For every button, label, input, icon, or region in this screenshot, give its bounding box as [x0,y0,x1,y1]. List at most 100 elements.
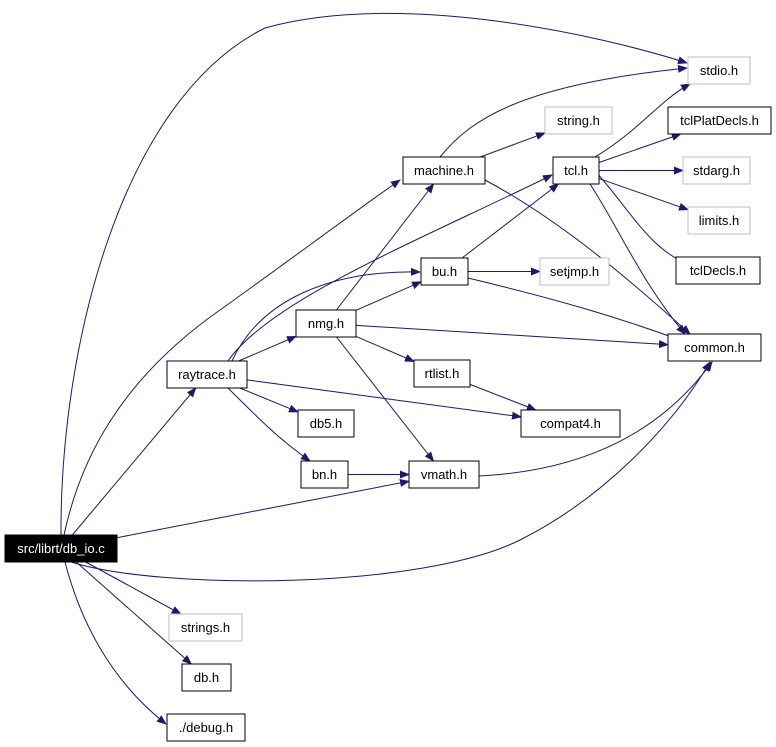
node-label-bu: bu.h [432,264,457,279]
node-box-db5 [297,409,355,438]
node-layer: src/librt/db_io.c stdio.h string.h tclPlatD… [4,56,772,742]
node-label-tclDecls: tclDecls.h [690,263,746,278]
node-string[interactable]: string.h [544,106,613,135]
node-tclDecls[interactable]: tclDecls.h [675,256,761,285]
node-label-common: common.h [684,340,745,355]
edge-machine-to-stdio [439,64,688,158]
node-compat4[interactable]: compat4.h [520,409,621,438]
node-label-compat4: compat4.h [540,416,601,431]
edge-raytrace-to-nmg [238,335,297,362]
node-debug[interactable]: ./debug.h [166,713,246,742]
node-label-strings: strings.h [181,620,230,635]
node-bn[interactable]: bn.h [300,460,349,489]
edge-root-to-db [75,561,193,665]
node-label-db: db.h [194,670,219,685]
edge-bu-to-common [467,277,681,341]
node-label-bn: bn.h [312,467,337,482]
edge-root-to-strings [85,561,182,615]
edge-tcl-to-common [589,183,686,335]
node-stdio[interactable]: stdio.h [687,56,751,85]
node-rtlist[interactable]: rtlist.h [413,359,471,388]
node-label-raytrace: raytrace.h [178,367,236,382]
edge-raytrace-to-compat4 [246,379,522,420]
node-label-root: src/librt/db_io.c [17,541,105,556]
node-root[interactable]: src/librt/db_io.c [4,534,118,563]
node-nmg[interactable]: nmg.h [295,309,357,338]
node-label-setjmp: setjmp.h [550,264,599,279]
node-label-nmg: nmg.h [308,316,344,331]
edge-tcl-to-tclDecls [595,171,691,266]
node-box-string [544,106,613,135]
edge-tcl-to-tclPlatDecls [598,133,682,163]
node-limits[interactable]: limits.h [687,206,751,235]
node-label-debug: ./debug.h [179,720,233,735]
edge-root-to-common [70,361,711,582]
node-stdarg[interactable]: stdarg.h [682,156,751,185]
node-box-bn [300,460,349,489]
edge-raytrace-to-tcl [227,174,553,362]
node-label-tclPlatDecls: tclPlatDecls.h [680,113,759,128]
node-label-rtlist: rtlist.h [425,366,460,381]
edge-nmg-to-common [355,324,669,349]
node-label-db5: db5.h [310,416,343,431]
node-db[interactable]: db.h [181,663,232,692]
edge-nmg-to-bu [355,281,422,311]
node-box-tclPlatDecls [667,106,772,135]
node-box-root [4,534,118,563]
node-label-tcl: tcl.h [564,163,588,178]
edge-nmg-to-rtlist [355,335,415,362]
node-box-bu [420,257,469,286]
edge-machine-to-string [480,132,546,158]
edge-machine-to-common [484,179,691,335]
node-tcl[interactable]: tcl.h [552,156,600,185]
node-machine[interactable]: machine.h [402,156,486,185]
edge-raytrace-to-bn [227,387,311,462]
edge-bu-to-tcl [461,183,560,259]
node-box-rtlist [413,359,471,388]
node-strings[interactable]: strings.h [168,613,243,642]
node-label-limits: limits.h [699,213,739,228]
node-box-machine [402,156,486,185]
node-box-nmg [295,309,357,338]
node-label-string: string.h [557,113,600,128]
node-box-debug [166,713,246,742]
node-box-limits [687,206,751,235]
node-tclPlatDecls[interactable]: tclPlatDecls.h [667,106,772,135]
edge-nmg-to-vmath [336,336,435,462]
node-bu[interactable]: bu.h [420,257,469,286]
edge-nmg-to-machine [336,183,435,311]
node-label-machine: machine.h [414,163,474,178]
edge-root-to-machine [63,179,401,536]
edge-raytrace-to-bu [231,267,421,362]
node-box-tclDecls [675,256,761,285]
node-box-stdio [687,56,751,85]
node-label-stdarg: stdarg.h [693,163,740,178]
node-box-setjmp [539,257,610,286]
node-box-raytrace [166,360,248,389]
node-raytrace[interactable]: raytrace.h [166,360,248,389]
node-box-common [667,333,762,362]
edge-vmath-to-common [478,361,713,477]
node-box-tcl [552,156,600,185]
node-box-compat4 [520,409,621,438]
edge-layer [60,12,713,725]
edge-raytrace-to-db5 [239,387,299,413]
node-label-stdio: stdio.h [700,63,738,78]
node-box-vmath [408,460,480,489]
edge-tcl-to-limits [598,178,689,211]
node-setjmp[interactable]: setjmp.h [539,257,610,286]
node-db5[interactable]: db5.h [297,409,355,438]
edge-rtlist-to-compat4 [469,383,537,411]
node-common[interactable]: common.h [667,333,762,362]
node-box-strings [168,613,243,642]
edge-root-to-debug [64,561,167,725]
node-label-vmath: vmath.h [421,467,467,482]
node-box-stdarg [682,156,751,185]
edge-root-to-raytrace [71,387,197,536]
node-box-db [181,663,232,692]
edge-tcl-to-stdio [594,83,691,158]
edge-root-to-stdio [60,12,688,536]
edge-root-to-vmath [116,479,410,539]
node-vmath[interactable]: vmath.h [408,460,480,489]
